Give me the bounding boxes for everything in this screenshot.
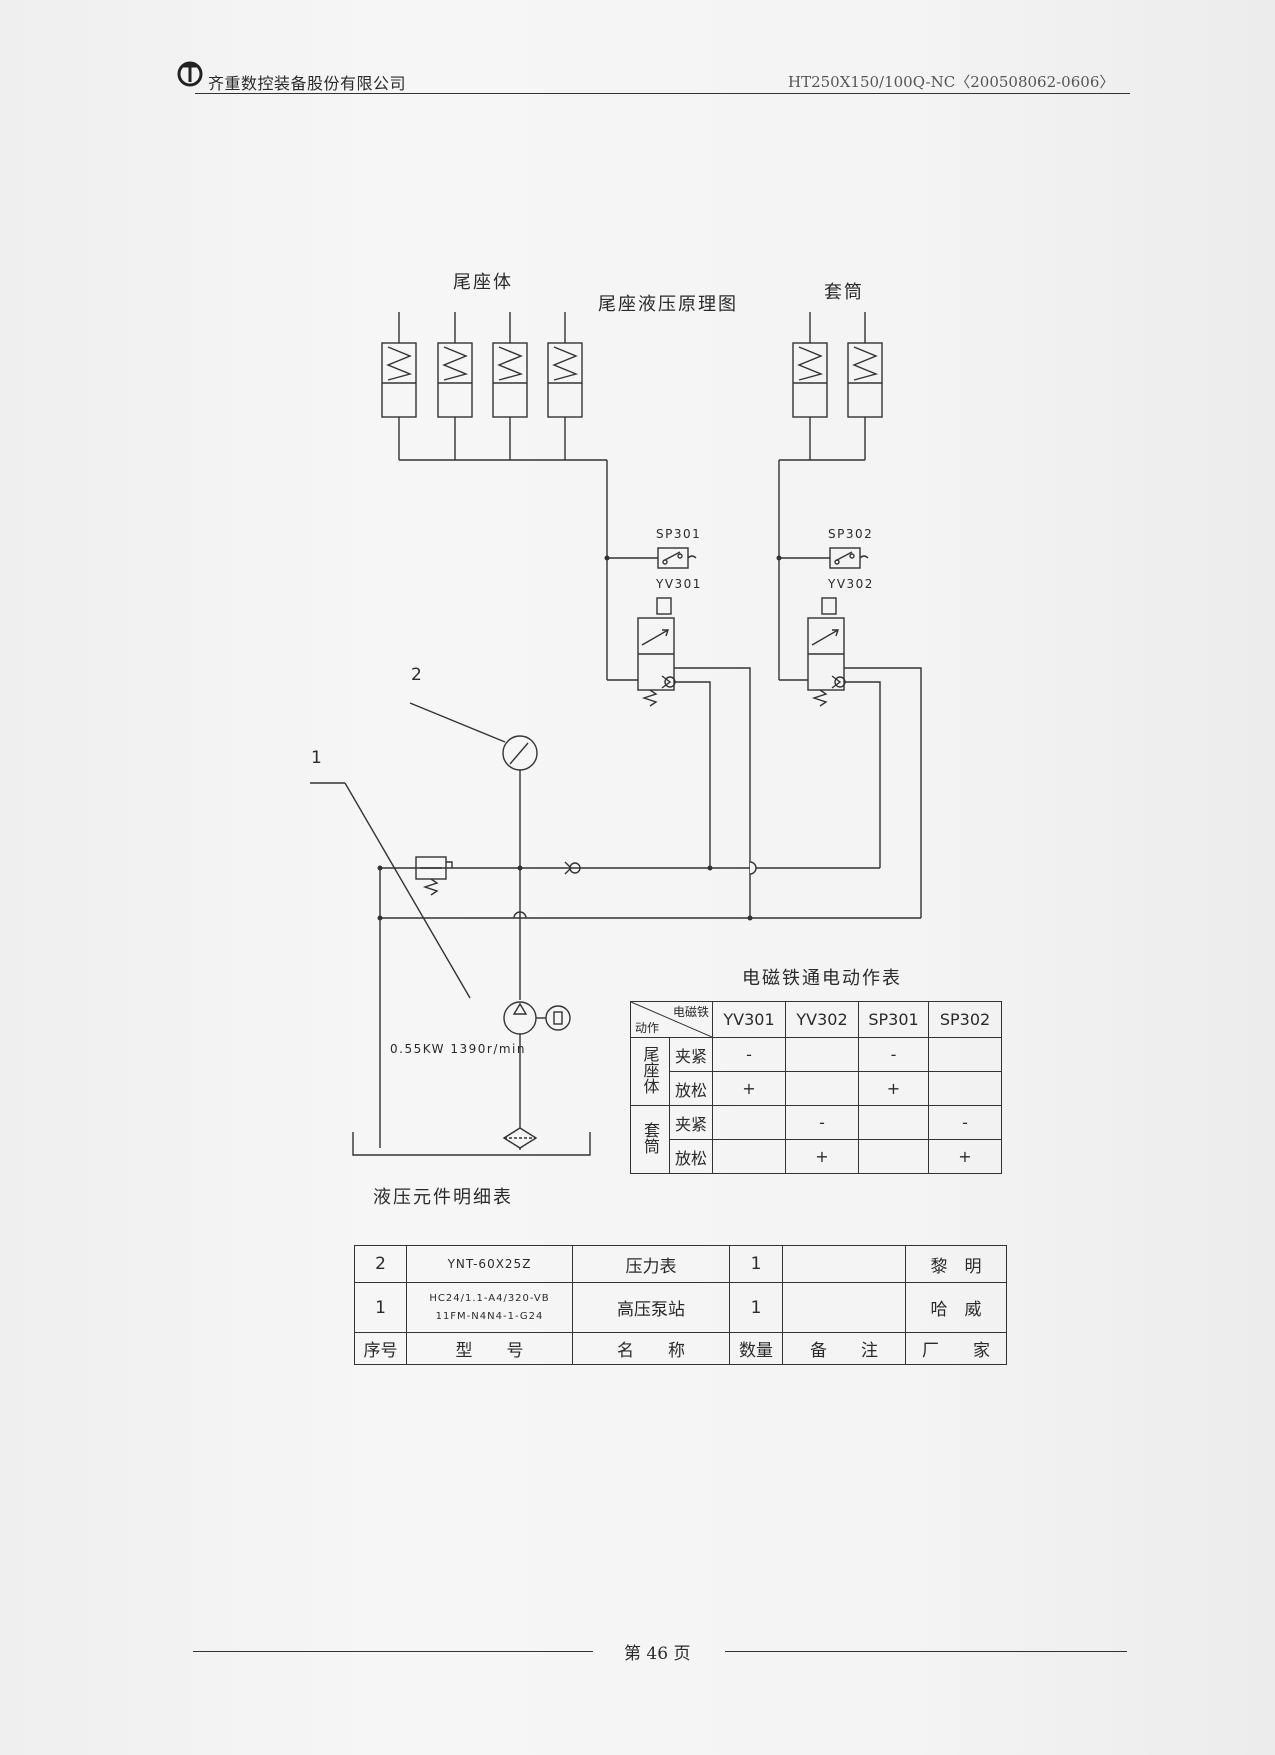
filter: [502, 1127, 538, 1149]
hydraulic-parts-table: 2 YNT-60X25Z 压力表 1 黎 明 1 HC24/1.1-A4/320…: [354, 1245, 1007, 1365]
company-logo-icon: [177, 61, 203, 87]
part-model: HC24/1.1-A4/320-VB 11FM-N4N4-1-G24: [406, 1282, 573, 1333]
table-cell: +: [712, 1071, 786, 1106]
cylinder-3: [492, 312, 528, 418]
table-cell: [858, 1139, 929, 1174]
tailstock-cylinders: [381, 312, 583, 418]
table-cell: -: [712, 1037, 786, 1072]
label-yv302: YV302: [828, 577, 874, 591]
diagram-title: 尾座液压原理图: [598, 294, 738, 315]
solenoid-valve-yv302: [779, 597, 922, 918]
relief-valve: [415, 856, 453, 896]
col-header: YV301: [712, 1001, 786, 1038]
part-remark: [782, 1245, 906, 1283]
table-cell: [785, 1037, 859, 1072]
header-company: 齐重数控装备股份有限公司: [208, 74, 407, 93]
col-header: SP301: [858, 1001, 929, 1038]
table-cell: +: [858, 1071, 929, 1106]
sleeve-cylinders: [792, 312, 883, 418]
footer-rule-left: [193, 1651, 593, 1652]
corner-cell: 电磁铁 动作: [630, 1001, 713, 1038]
action-table-title: 电磁铁通电动作表: [742, 968, 902, 989]
table-cell: +: [785, 1139, 859, 1174]
group-label: 套筒: [630, 1105, 670, 1174]
header-cell: 数量: [729, 1332, 783, 1365]
solenoid-valve-yv301: [607, 597, 751, 918]
parts-table-title: 液压元件明细表: [373, 1187, 513, 1208]
table-cell: [928, 1037, 1002, 1072]
header-cell: 序号: [354, 1332, 407, 1365]
corner-bottom: 动作: [635, 1021, 660, 1035]
table-cell: [928, 1071, 1002, 1106]
action-label: 放松: [669, 1071, 713, 1106]
pressure-gauge: [409, 702, 538, 771]
table-cell: -: [785, 1105, 859, 1140]
action-label: 放松: [669, 1139, 713, 1174]
label-yv301: YV301: [656, 577, 702, 591]
label-tailstock-body: 尾座体: [453, 272, 513, 293]
cylinder-6: [847, 312, 883, 418]
part-no: 2: [354, 1245, 407, 1283]
part-remark: [782, 1282, 906, 1333]
table-cell: [712, 1105, 786, 1140]
col-header: SP302: [928, 1001, 1002, 1038]
callout-1: 1: [311, 748, 322, 768]
part-maker: 黎 明: [905, 1245, 1007, 1283]
table-cell: +: [928, 1139, 1002, 1174]
label-sp301: SP301: [656, 527, 702, 541]
corner-top: 电磁铁: [672, 1005, 709, 1019]
group-label: 尾座体: [630, 1037, 670, 1106]
table-cell: -: [928, 1105, 1002, 1140]
table-cell: [858, 1105, 929, 1140]
cylinder-5: [792, 312, 828, 418]
action-label: 夹紧: [669, 1037, 713, 1072]
header-doc-code: HT250X150/100Q-NC〈200508062-0606〉: [788, 73, 1115, 91]
page-number: 第 46 页: [624, 1644, 691, 1664]
header-cell: 备 注: [782, 1332, 906, 1365]
label-sp302: SP302: [828, 527, 874, 541]
group-name: 套筒: [641, 1121, 660, 1154]
part-maker: 哈 威: [905, 1282, 1007, 1333]
oil-tank: [352, 1132, 591, 1156]
cylinder-2: [437, 312, 473, 418]
part-model: YNT-60X25Z: [406, 1245, 573, 1283]
part-qty: 1: [729, 1282, 783, 1333]
table-cell: -: [858, 1037, 929, 1072]
pressure-switch-sp301: [607, 547, 697, 569]
header-cell: 名 称: [572, 1332, 730, 1365]
header-cell: 厂 家: [905, 1332, 1007, 1365]
header-cell: 型 号: [406, 1332, 573, 1365]
table-cell: [785, 1071, 859, 1106]
pressure-switch-sp302: [779, 547, 869, 569]
callout-2: 2: [411, 665, 422, 685]
cylinder-1: [381, 312, 417, 418]
motor-spec: 0.55KW 1390r/min: [390, 1042, 526, 1056]
cylinder-4: [547, 312, 583, 418]
part-qty: 1: [729, 1245, 783, 1283]
part-model-line1: HC24/1.1-A4/320-VB: [429, 1292, 550, 1304]
col-header: YV302: [785, 1001, 859, 1038]
part-name: 压力表: [572, 1245, 730, 1283]
table-cell: [712, 1139, 786, 1174]
part-model-line2: 11FM-N4N4-1-G24: [435, 1310, 544, 1322]
header-rule: [195, 93, 1130, 94]
check-valve: [564, 861, 581, 875]
label-sleeve: 套筒: [824, 282, 864, 303]
footer-rule-right: [725, 1651, 1127, 1652]
pump: [503, 1001, 571, 1035]
part-name: 高压泵站: [572, 1282, 730, 1333]
group-name: 尾座体: [640, 1045, 660, 1094]
action-label: 夹紧: [669, 1105, 713, 1140]
solenoid-action-table: 电磁铁 动作 YV301 YV302 SP301 SP302 尾座体 夹紧 - …: [630, 1001, 1002, 1174]
part-no: 1: [354, 1282, 407, 1333]
